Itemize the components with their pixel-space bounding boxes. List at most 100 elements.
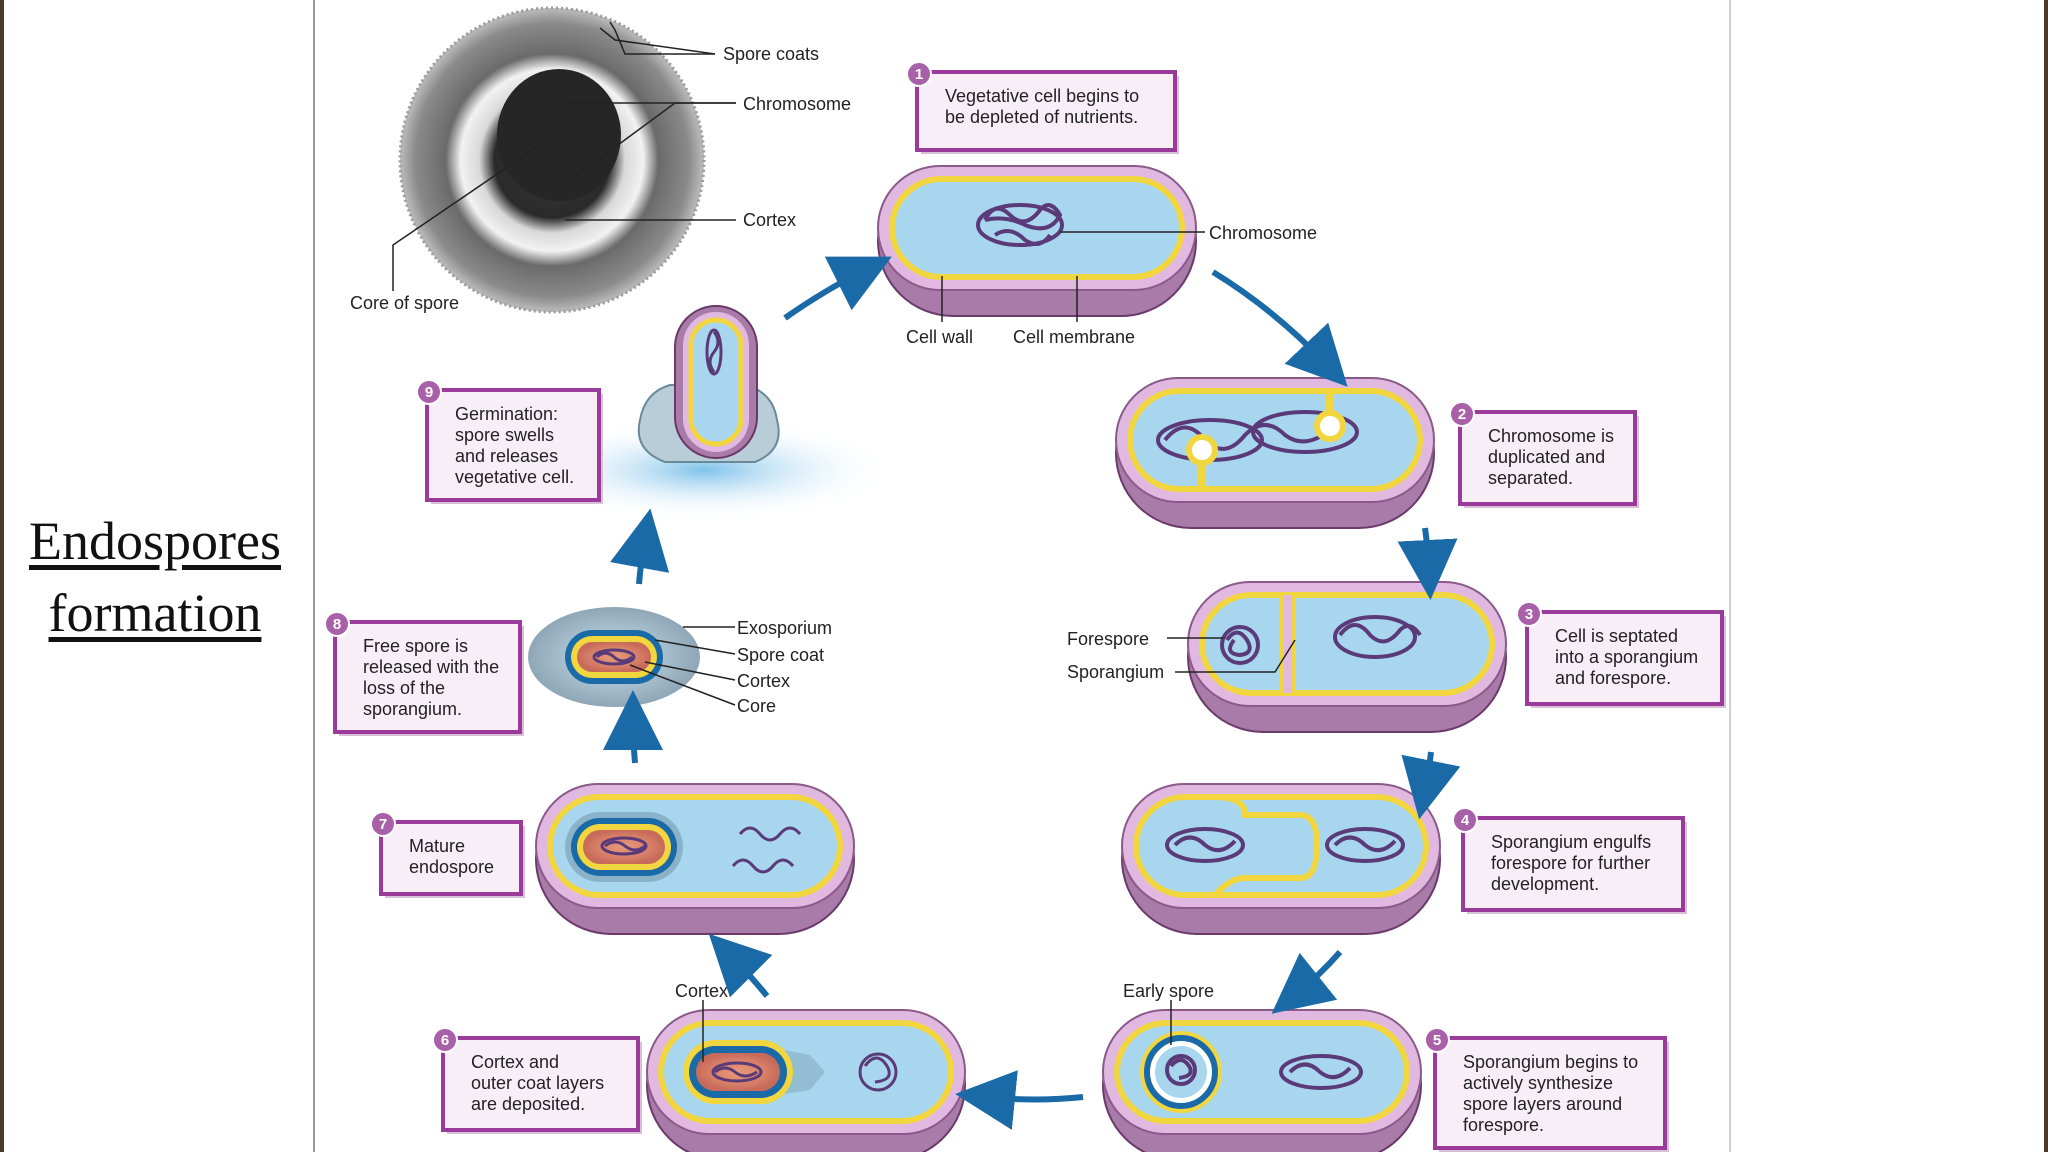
step-box-frame [441,1036,640,1132]
step-number-8: 8 [333,616,341,633]
label-sporangium: Sporangium [1067,662,1164,682]
stage-7-dna-fragment-1 [738,826,802,842]
step-5-line-1: Sporangium begins to [1463,1052,1638,1072]
stage-1-chromosome [976,203,1064,247]
label-micrograph-chromosome: Chromosome [743,94,851,114]
micrograph-spore-coat-texture [398,6,706,314]
stage-5-cell: Early spore [1102,981,1422,1152]
step-9-line-4: vegetative cell. [455,467,574,487]
step-box-frame [425,388,601,502]
arrow-1-to-2 [1211,269,1348,387]
window-frame-left [0,0,4,1152]
stage-4-cell [1121,783,1441,935]
stage-2-cell [1115,377,1435,529]
label-exosporium: Exosporium [737,618,832,638]
label-cell-wall: Cell wall [906,327,973,347]
step-1-line-2: be depleted of nutrients. [945,107,1138,127]
step-number-2: 2 [1458,406,1466,423]
step-box-frame [333,620,522,734]
label-chromosome: Chromosome [1209,223,1317,243]
step-6-line-1: Cortex and [471,1052,559,1072]
stage-9-chromosome [705,328,723,376]
step-4-line-2: forespore for further [1491,853,1650,873]
step-2-line-1: Chromosome is [1488,426,1614,446]
step-number-3: 3 [1525,606,1533,623]
step-number-5: 5 [1433,1032,1441,1049]
micrograph-core [497,69,621,201]
stage-8-free-spore: Exosporium Spore coat Cortex Core [528,607,832,716]
step-3-line-1: Cell is septated [1555,626,1678,646]
step-4-line-3: development. [1491,874,1599,894]
label-forespore: Forespore [1067,629,1149,649]
step-number-badge [1452,807,1478,833]
label-cortex: Cortex [737,671,790,691]
step-number-badge [370,811,396,837]
step-7-line-2: endospore [409,857,494,877]
stage-1-cell: Chromosome Cell wall Cell membrane [877,165,1317,347]
step-number-4: 4 [1461,812,1470,829]
spore-micrograph: Spore coats Chromosome Cortex Core of sp… [350,6,851,314]
step-box-frame [1458,410,1637,506]
step-3-line-2: into a sporangium [1555,647,1698,667]
label-spore-coat: Spore coat [737,645,824,665]
step-number-7: 7 [379,816,387,833]
stage-3-cell: Forespore Sporangium [1067,581,1507,733]
stage-6-cell: Cortex [646,981,966,1152]
stage-7-cell [535,783,855,935]
step-number-badge [1516,601,1542,627]
label-early-spore: Early spore [1123,981,1214,1001]
step-number-badge [416,379,442,405]
step-number-6: 6 [441,1032,449,1049]
step-5-line-3: spore layers around [1463,1094,1622,1114]
stage-8-chromosome [592,648,636,666]
step-7-line-1: Mature [409,836,465,856]
step-box-frame [1433,1036,1667,1150]
stage-7-chromosome [600,836,648,856]
step-6-line-2: outer coat layers [471,1073,604,1093]
step-9-line-3: and releases [455,446,558,466]
label-core-of-spore: Core of spore [350,293,459,313]
slide-title: Endospores formation [0,505,310,649]
step-5-line-4: forespore. [1463,1115,1544,1135]
label-micrograph-cortex: Cortex [743,210,796,230]
step-number-1: 1 [915,66,923,83]
slide-title-line1: Endospores [29,511,281,571]
step-1-line-1: Vegetative cell begins to [945,86,1139,106]
window-frame-right [2044,0,2048,1152]
step-number-badge [1424,1027,1450,1053]
step-number-9: 9 [425,384,433,401]
step-box-frame [379,820,523,896]
arrow-2-to-3 [1397,527,1458,600]
step-number-badge [432,1027,458,1053]
label-cell-membrane: Cell membrane [1013,327,1135,347]
step-number-badge [324,611,350,637]
diagram-border-right [1729,0,1731,1152]
stage-4-chromosomes [1165,827,1405,863]
arrow-8-to-9 [610,508,670,585]
stage-6-chromosomes [711,1052,898,1092]
step-9-line-1: Germination: [455,404,558,424]
stage-7-dna-fragment-2 [731,858,795,874]
stage-5-chromosomes [1165,1054,1363,1090]
step-2-line-3: separated. [1488,468,1573,488]
diagram-border-left [313,0,315,1152]
step-8-line-4: sporangium. [363,699,462,719]
step-box-frame [1525,610,1724,706]
step-2-line-2: duplicated and [1488,447,1605,467]
cycle-arrows [603,256,1461,1130]
step-number-badge [1449,401,1475,427]
step-5-line-2: actively synthesize [1463,1073,1613,1093]
step-3-line-3: and forespore. [1555,668,1671,688]
stage-9-germination [515,305,895,520]
label-spore-coats: Spore coats [723,44,819,64]
arrow-7-to-8 [603,690,664,764]
step-8-line-2: released with the [363,657,499,677]
arrow-5-to-6 [955,1070,1084,1130]
